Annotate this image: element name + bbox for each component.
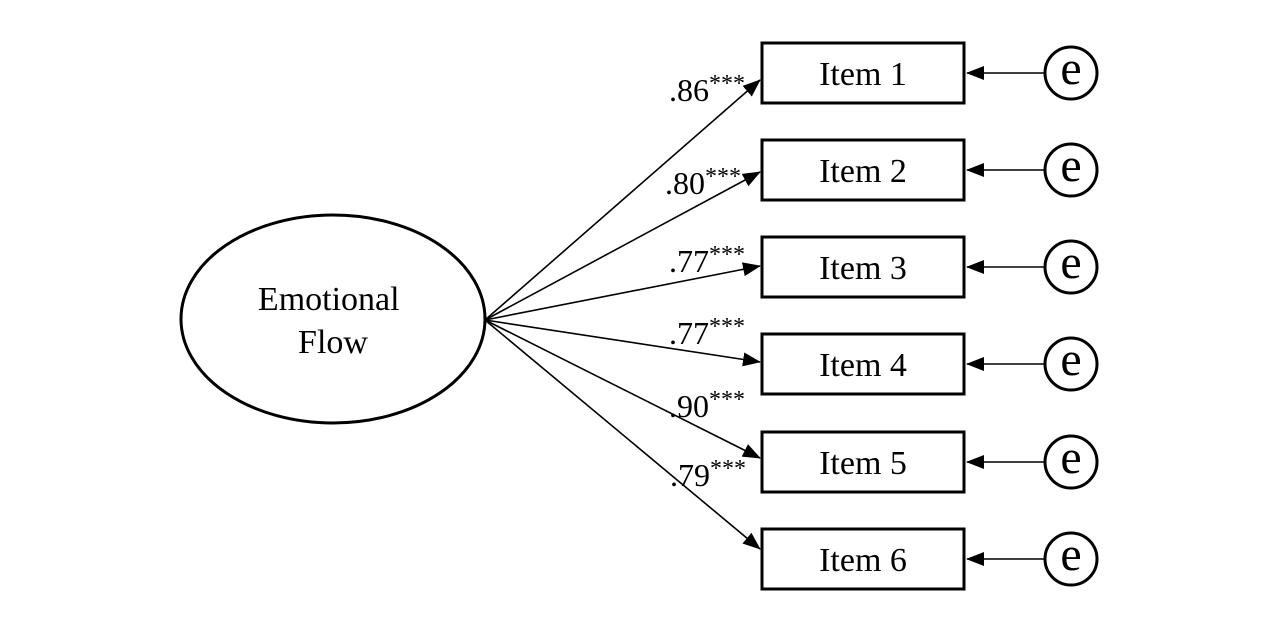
error-circle-5 xyxy=(1043,434,1099,490)
latent-factor-ellipse xyxy=(179,213,487,425)
loading-value-item-6: .79*** xyxy=(670,456,746,493)
error-circle-2 xyxy=(1043,142,1099,198)
error-circle-4 xyxy=(1043,336,1099,392)
loading-arrow-item-5 xyxy=(484,319,761,459)
error-label-4: e xyxy=(1060,333,1081,386)
item-label-5: Item 5 xyxy=(819,445,907,482)
item-box-4 xyxy=(760,332,966,396)
significance-stars: *** xyxy=(709,71,745,97)
item-label-4: Item 4 xyxy=(819,347,907,384)
significance-stars: *** xyxy=(709,387,745,413)
error-label-1: e xyxy=(1060,42,1081,95)
latent-factor-label: Emotional Flow xyxy=(258,281,408,361)
item-box-2 xyxy=(760,138,966,202)
error-circle-6 xyxy=(1043,531,1099,587)
item-box-3 xyxy=(760,235,966,299)
error-label-6: e xyxy=(1060,528,1081,581)
loading-value-item-2: .80*** xyxy=(665,164,741,201)
item-label-2: Item 2 xyxy=(819,153,907,190)
error-label-3: e xyxy=(1060,236,1081,289)
error-label-5: e xyxy=(1060,431,1081,484)
loading-arrow-item-2 xyxy=(484,171,761,321)
loading-value-item-4: .77*** xyxy=(669,314,745,351)
loading-arrow-item-4 xyxy=(484,319,761,367)
significance-stars: *** xyxy=(710,456,746,482)
loading-value-item-1: .86*** xyxy=(669,71,745,108)
error-circle-3 xyxy=(1043,239,1099,295)
loading-arrow-item-3 xyxy=(484,262,761,321)
error-label-2: e xyxy=(1060,139,1081,192)
item-box-1 xyxy=(760,41,966,105)
loading-value-item-3: .77*** xyxy=(669,242,745,279)
item-box-6 xyxy=(760,527,966,591)
significance-stars: *** xyxy=(705,164,741,190)
item-box-5 xyxy=(760,430,966,494)
item-label-1: Item 1 xyxy=(819,56,907,93)
error-circle-1 xyxy=(1043,45,1099,101)
item-label-6: Item 6 xyxy=(819,542,907,579)
loading-arrow-item-1 xyxy=(484,79,761,321)
loading-value-item-5: .90*** xyxy=(669,387,745,424)
significance-stars: *** xyxy=(709,314,745,340)
significance-stars: *** xyxy=(709,242,745,268)
item-label-3: Item 3 xyxy=(819,250,907,287)
loading-arrow-item-6 xyxy=(484,319,761,550)
